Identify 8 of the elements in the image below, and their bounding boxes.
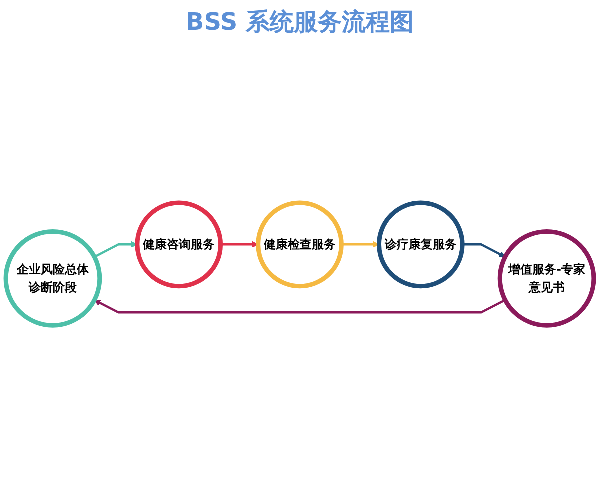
node-circle: 诊疗康复服务 (376, 200, 465, 289)
node-circle: 企业风险总体诊断阶段 (4, 230, 102, 328)
arrow (462, 244, 506, 258)
node-circle: 健康咨询服务 (135, 200, 224, 289)
arrow (94, 299, 506, 314)
node-circle: 增值服务-专家意见书 (498, 230, 596, 328)
diagram-title: BSS 系统服务流程图 (184, 7, 416, 38)
node-circle: 健康检查服务 (256, 200, 344, 289)
